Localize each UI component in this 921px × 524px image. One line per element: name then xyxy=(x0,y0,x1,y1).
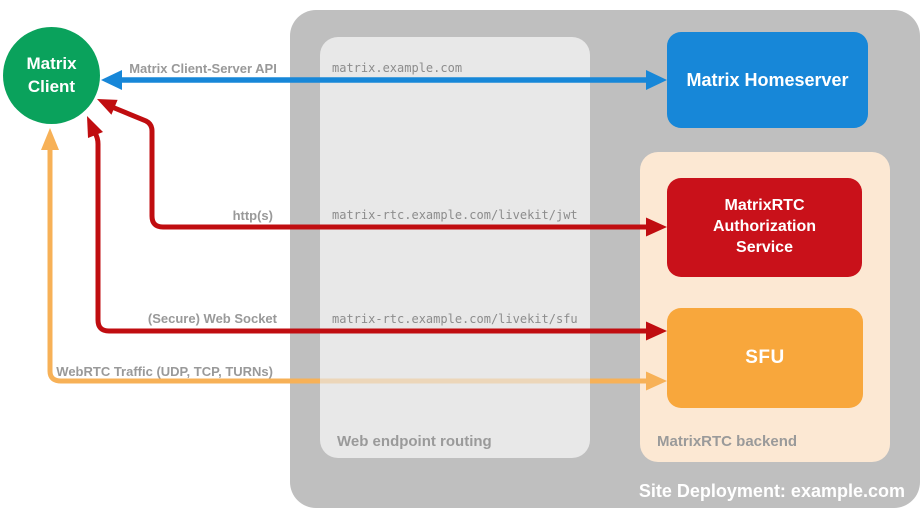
node-matrix-client: Matrix Client xyxy=(3,27,100,124)
web-endpoint-routing-title: Web endpoint routing xyxy=(337,433,492,450)
node-sfu: SFU xyxy=(667,308,863,408)
endpoint-matrix-example-com: matrix.example.com xyxy=(332,61,463,75)
matrixrtc-backend-title: MatrixRTC backend xyxy=(657,433,798,450)
node-matrix-homeserver-label: Matrix Homeserver xyxy=(686,69,849,90)
endpoint-livekit-jwt: matrix-rtc.example.com/livekit/jwt xyxy=(332,208,578,222)
node-matrixrtc-auth-service-label: MatrixRTC Authorization Service xyxy=(712,197,817,256)
endpoint-livekit-sfu: matrix-rtc.example.com/livekit/sfu xyxy=(332,312,578,326)
edge-label-https: http(s) xyxy=(232,208,273,223)
web-endpoint-routing-panel xyxy=(320,37,590,458)
edge-label-secure-web-socket: (Secure) Web Socket xyxy=(147,311,277,326)
edge-label-webrtc-traffic: WebRTC Traffic (UDP, TCP, TURNs) xyxy=(56,364,273,379)
node-sfu-label: SFU xyxy=(745,347,785,368)
edge-label-client-server-api: Matrix Client-Server API xyxy=(129,61,277,76)
node-matrix-homeserver: Matrix Homeserver xyxy=(667,32,868,128)
site-deployment-title: Site Deployment: example.com xyxy=(638,481,905,501)
node-matrix-client-label: Matrix Client xyxy=(26,54,77,96)
node-matrixrtc-auth-service: MatrixRTC Authorization Service xyxy=(667,178,862,277)
